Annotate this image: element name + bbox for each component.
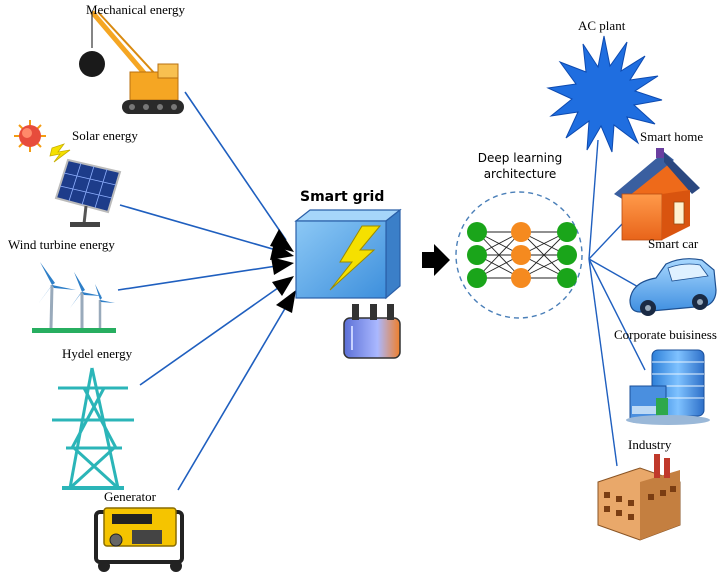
connector-hydel	[139, 282, 286, 386]
factory-icon	[597, 454, 681, 541]
wind-turbine-icon	[32, 262, 116, 333]
neural-network-icon	[455, 191, 583, 319]
label-deep-learning: Deep learning architecture	[460, 150, 580, 182]
consumer-connectors	[588, 139, 646, 467]
generator-icon	[94, 507, 184, 572]
label-smart-home: Smart home	[640, 129, 704, 144]
label-deep-learning-line1: Deep learning	[477, 151, 563, 165]
connector-generator	[177, 299, 291, 491]
arrowhead-generator	[276, 290, 296, 313]
label-solar-energy: Solar energy	[72, 128, 138, 143]
car-icon	[629, 258, 717, 316]
arrowhead-wind	[271, 257, 294, 275]
ac-plant-star-icon	[546, 35, 663, 153]
house-icon	[614, 148, 700, 241]
label-hydel-energy: Hydel energy	[62, 346, 133, 361]
arrowhead-solar	[270, 242, 294, 260]
office-building-icon	[626, 349, 710, 425]
label-mechanical-energy: Mechanical energy	[86, 2, 186, 17]
smart-grid-box	[294, 208, 402, 300]
arrowhead-hydel	[272, 276, 294, 296]
label-industry: Industry	[628, 437, 672, 452]
connector-ac-plant	[588, 139, 599, 260]
connector-solar	[119, 204, 284, 253]
label-ac-plant: AC plant	[578, 18, 626, 33]
label-wind-turbine-energy: Wind turbine energy	[8, 237, 115, 252]
solar-panel-icon	[54, 158, 122, 227]
lightning-icon	[329, 225, 382, 291]
connector-mechanical	[184, 91, 287, 241]
label-smart-car: Smart car	[648, 236, 699, 251]
sun-icon	[14, 120, 71, 163]
connector-industry	[588, 258, 618, 467]
arrowheads	[270, 229, 296, 313]
grid-to-dl-arrow	[422, 244, 450, 276]
label-corporate-buisiness: Corporate buisiness	[614, 327, 717, 342]
transformer-icon	[343, 304, 401, 359]
connector-smart-car	[588, 258, 641, 289]
transmission-tower-icon	[52, 367, 134, 490]
label-deep-learning-line2: architecture	[483, 167, 557, 181]
source-connectors	[117, 91, 291, 491]
connector-corporate	[588, 258, 646, 371]
label-generator: Generator	[104, 489, 156, 504]
crane-icon	[79, 10, 184, 114]
connector-wind	[117, 264, 284, 291]
label-smart-grid: Smart grid	[300, 189, 385, 205]
